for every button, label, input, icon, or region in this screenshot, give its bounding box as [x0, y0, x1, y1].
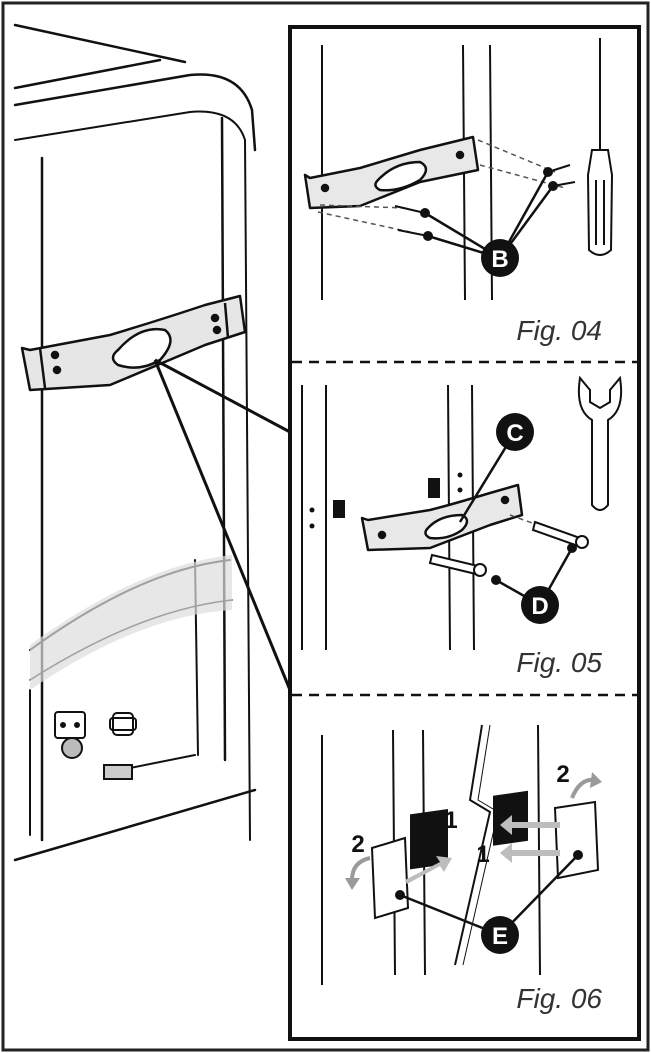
fig-06-panel: 1 1 2 2 E Fig. 06	[321, 724, 602, 1014]
break-line	[454, 724, 492, 966]
callout-c: C	[496, 413, 534, 451]
fig-05-label: Fig. 05	[516, 647, 602, 678]
fig-05-bracket	[360, 483, 524, 552]
fig-04-bracket	[303, 135, 480, 210]
step-1-label: 1	[476, 841, 489, 868]
wrench-icon	[577, 375, 623, 511]
step-2-label: 2	[556, 761, 569, 788]
fig-05-bolts	[428, 520, 589, 577]
svg-text:E: E	[492, 923, 508, 950]
step-1-arrows	[405, 815, 560, 884]
fig-05-panel: C D Fig. 05	[301, 375, 623, 678]
callout-e: E	[481, 916, 519, 954]
callout-d: D	[521, 586, 559, 624]
step-1-label: 1	[444, 807, 457, 834]
step-2-label: 2	[351, 831, 364, 858]
bottom-panel-parts	[54, 711, 137, 780]
handle-bracket	[20, 294, 247, 392]
svg-text:B: B	[491, 246, 508, 273]
svg-text:C: C	[506, 420, 523, 447]
cabinet-shading	[30, 555, 232, 690]
fig-04-label: Fig. 04	[516, 315, 602, 346]
svg-text:D: D	[531, 593, 548, 620]
fig-06-label: Fig. 06	[516, 983, 602, 1014]
callout-b: B	[481, 239, 519, 277]
fig-04-panel: B Fig. 04	[303, 38, 614, 346]
screwdriver-icon	[586, 38, 614, 256]
zoom-lines	[153, 358, 292, 691]
